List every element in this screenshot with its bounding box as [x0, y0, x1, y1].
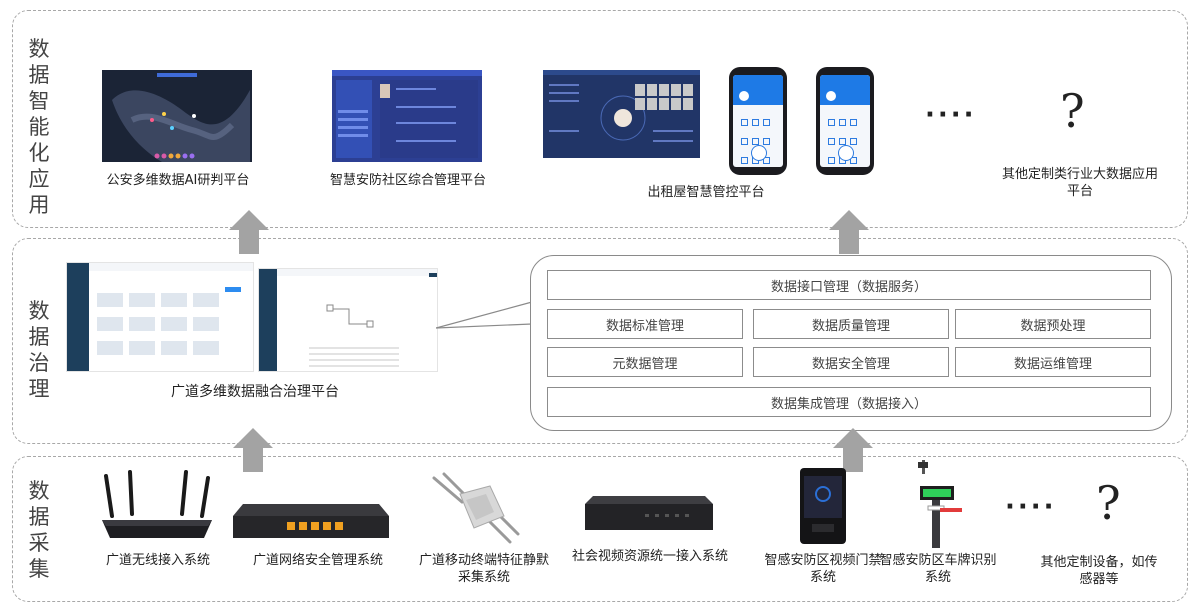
layer-label-char: 应: [28, 167, 50, 191]
layer-label-char: 数: [28, 299, 50, 323]
module-standard: 数据标准管理: [547, 309, 743, 339]
mobile-collector-image: [432, 472, 520, 544]
smart-community-caption: 智慧安防社区综合管理平台: [329, 173, 486, 188]
layer-label-char: 化: [28, 141, 50, 165]
arrow-up-left-lower: [233, 428, 273, 472]
module-quality: 数据质量管理: [753, 309, 949, 339]
layer-label-char: 治: [28, 351, 50, 375]
layer-label-char: 据: [28, 325, 50, 349]
netsec-caption: 广道网络安全管理系统: [252, 553, 383, 568]
governance-layer: [12, 238, 1188, 444]
other-apps-caption: 其他定制类行业大数据应用平台: [1001, 167, 1158, 199]
module-preprocess: 数据预处理: [955, 309, 1151, 339]
rental-control-screenshot: [543, 70, 700, 158]
arrow-up-right-lower: [833, 428, 873, 472]
plate-barrier-image: [918, 460, 962, 548]
layer-label-char: 采: [28, 531, 50, 555]
layer-label-char: 智: [28, 89, 50, 113]
layer-label-char: 据: [28, 63, 50, 87]
arrow-up-right-upper: [829, 210, 869, 254]
module-security: 数据安全管理: [753, 347, 949, 377]
layer-label-char: 据: [28, 505, 50, 529]
apps-question-mark: ?: [1060, 84, 1085, 138]
layer-label-char: 理: [28, 377, 50, 401]
module-metadata: 元数据管理: [547, 347, 743, 377]
smart-community-screenshot: [332, 70, 482, 162]
police-ai-caption: 公安多维数据AI研判平台: [106, 173, 250, 188]
governance-layer-label: 数据治理: [24, 298, 54, 402]
police-ai-screenshot: [102, 70, 252, 162]
layer-label-char: 用: [28, 193, 50, 217]
plate-caption: 智感安防区车牌识别系统: [879, 553, 997, 585]
rental-phone-1: [729, 67, 787, 175]
application-layer-label: 数据智能化应用: [24, 36, 54, 218]
video-gateway-image: [585, 496, 713, 530]
governance-platform-caption: 广道多维数据融合治理平台: [171, 384, 339, 400]
apps-more-ellipsis: ····: [925, 100, 977, 130]
access-caption: 智感安防区视频门禁系统: [764, 553, 882, 585]
callout-connector: [436, 301, 533, 329]
governance-screenshot-1: [66, 262, 254, 372]
arrow-up-left-upper: [229, 210, 269, 254]
access-terminal-image: [800, 468, 846, 544]
devices-question-mark: ?: [1096, 476, 1121, 530]
wireless-caption: 广道无线接入系统: [105, 553, 210, 568]
collection-layer-label: 数据采集: [24, 478, 54, 582]
mobile-caption: 广道移动终端特征静默采集系统: [418, 553, 549, 585]
layer-label-char: 集: [28, 557, 50, 581]
layer-label-char: 数: [28, 479, 50, 503]
router-image: [102, 470, 212, 538]
collection-layer: [12, 456, 1188, 602]
governance-screenshot-2: [258, 268, 438, 372]
rental-phone-2: [816, 67, 874, 175]
rental-control-caption: 出租屋智慧管控平台: [647, 185, 765, 200]
module-interface: 数据接口管理（数据服务）: [547, 270, 1151, 300]
module-integration: 数据集成管理（数据接入）: [547, 387, 1151, 417]
video-caption: 社会视频资源统一接入系统: [571, 549, 728, 564]
layer-label-char: 数: [28, 37, 50, 61]
layer-label-char: 能: [28, 115, 50, 139]
network-appliance-image: [233, 504, 389, 538]
other-devices-caption: 其他定制设备，如传感器等: [1040, 555, 1158, 587]
application-layer: [12, 10, 1188, 228]
module-ops: 数据运维管理: [955, 347, 1151, 377]
devices-more-ellipsis: ····: [1005, 492, 1057, 522]
